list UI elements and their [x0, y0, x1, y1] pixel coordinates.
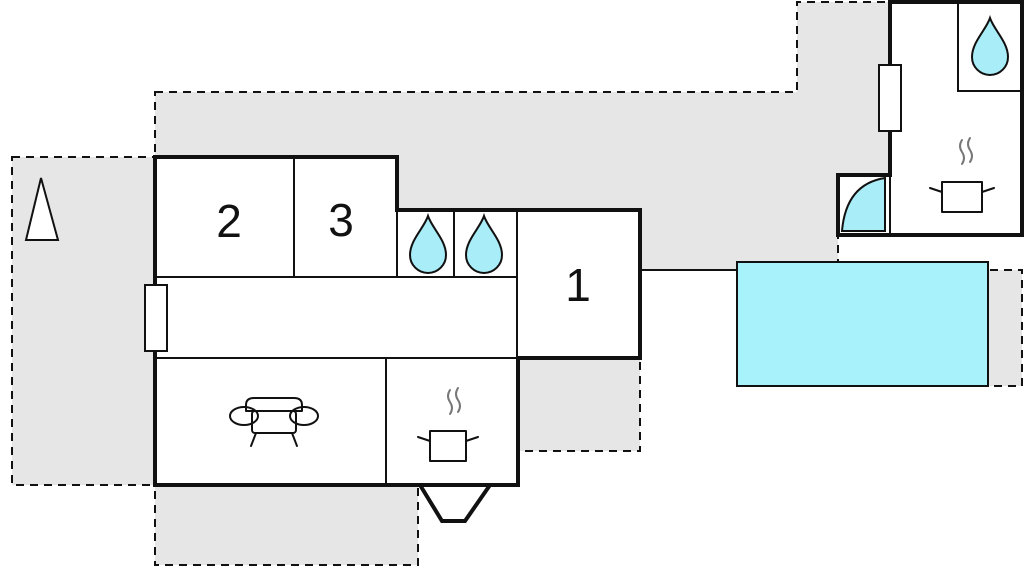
hallway	[154, 276, 518, 359]
room-label-bedroom-3: 3	[328, 194, 354, 246]
bedroom-1	[516, 209, 641, 359]
north-arrow-icon	[24, 177, 60, 241]
water-drop-icon	[970, 14, 1010, 76]
main-house	[153, 155, 642, 523]
kitchen	[385, 357, 519, 486]
water-drop-icon	[464, 212, 504, 274]
sofa-icon	[229, 397, 319, 447]
water-drop-icon	[408, 212, 448, 274]
entrance-door-icon	[144, 284, 168, 352]
terrace-area-bottom	[154, 484, 419, 566]
main-house-outer-wall	[153, 155, 642, 487]
annex-outer-wall	[836, 0, 1024, 237]
annex-door-icon	[878, 64, 902, 132]
cooking-pot-icon	[929, 137, 995, 213]
swimming-pool	[736, 261, 989, 387]
terrace-area-lower-right	[517, 357, 641, 452]
living-room	[154, 357, 387, 486]
door-swing-icon	[840, 176, 886, 232]
bay-window-wall	[418, 483, 492, 523]
room-label-bedroom-2: 2	[216, 195, 242, 247]
room-label-bedroom-1: 1	[565, 259, 591, 311]
cooking-pot-icon	[417, 387, 479, 462]
